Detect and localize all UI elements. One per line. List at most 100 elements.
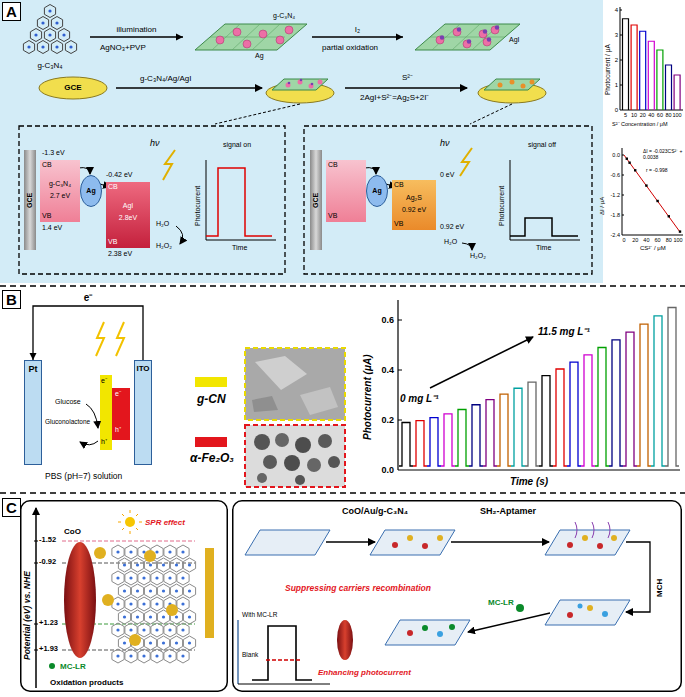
illustration-circle [136, 563, 139, 566]
note-label: Enhancing photocurrent [318, 668, 411, 677]
illustration-path [575, 522, 610, 538]
tick-label: 60 [657, 112, 663, 118]
illustration-polyline [252, 626, 312, 680]
node-text: Potential (eV) vs. NHE [23, 571, 33, 660]
illustration-path [210, 24, 285, 50]
illustration-line [470, 104, 512, 124]
energy-label: 0 eV [440, 171, 454, 179]
illustration-line [0, 492, 685, 494]
sheet-node: AgI [405, 12, 530, 62]
illustration-circle [318, 80, 323, 85]
illustration-polygon [138, 623, 150, 637]
illustration-polyline [674, 75, 680, 110]
energy-label: -0.42 eV [106, 171, 132, 179]
illustration-polyline [441, 414, 455, 466]
illustration-line [266, 659, 300, 661]
pulse-trace [399, 308, 679, 467]
node-text: GCE [312, 192, 320, 207]
illustration-circle [55, 45, 58, 48]
illustration-polygon [183, 636, 195, 650]
illustration-circle [567, 542, 573, 548]
illustration-polygon [151, 597, 163, 611]
tick-label: 100 [673, 112, 682, 118]
illustration-polygon [125, 545, 137, 559]
illustration-line [620, 7, 621, 110]
axis-label: Time [536, 244, 551, 252]
illustration-polygon [65, 41, 76, 54]
illustration-polygon [272, 79, 328, 90]
material-label: CoO [64, 527, 81, 536]
legend-label: α-Fe₂O₃ [190, 452, 234, 466]
illustration-polyline [206, 168, 272, 236]
node-text: VB [394, 220, 403, 228]
illustration-circle [142, 602, 145, 605]
illustration-circle [582, 535, 588, 541]
edge-label: I₂ [355, 25, 360, 34]
charge-label: h⁺ [101, 438, 107, 446]
illustration-circle [392, 542, 398, 548]
illustration-circle [286, 83, 291, 88]
illustration-ellipse [367, 176, 388, 207]
arrow-head [396, 34, 403, 41]
illustration-circle [142, 628, 145, 631]
illustration-polygon [144, 636, 156, 650]
illustration-rect [645, 184, 647, 186]
illustration-circle [510, 80, 515, 85]
illustration-polygon [30, 29, 41, 42]
illustration-line [35, 508, 37, 688]
illustration-circle [125, 517, 135, 527]
illustration-circle [129, 602, 132, 605]
illustration-circle [149, 641, 152, 644]
illustration-circle [309, 84, 314, 89]
illustration-circle [166, 604, 178, 616]
illustration-circle [129, 628, 132, 631]
illustration-circle [295, 475, 305, 485]
illustration-polyline [609, 340, 623, 466]
illustration-line [326, 541, 375, 542]
illustration-circle [295, 437, 311, 453]
illustration-polygon [177, 649, 189, 663]
panel-letter: C [2, 498, 21, 517]
illustration-circle [129, 654, 132, 657]
illustration-rect [0, 0, 603, 283]
step-label: partial oxidation [322, 43, 378, 52]
axis-label: Photocurrent (μA) [362, 355, 374, 440]
panel-a-art [0, 0, 603, 283]
node-text: g-C₃N₄ [37, 61, 62, 70]
solution-label: PBS (pH=7) solution [45, 472, 122, 482]
illustration-polygon [177, 571, 189, 585]
panel: BPtITO [0, 288, 685, 493]
illustration-circle [284, 455, 300, 471]
tick-label: 0.6 [381, 315, 394, 325]
illustration-line [624, 155, 680, 232]
reagent-label: S²⁻ [402, 73, 413, 82]
node-text: g-C₃N₄ [273, 12, 295, 20]
effect-label: SPR effect [145, 518, 185, 527]
legend-label: g-CN [197, 393, 226, 407]
illustration-rect [245, 425, 345, 487]
illustration-circle [116, 602, 119, 605]
illustration-line [451, 541, 549, 542]
illustration-polygon [37, 41, 48, 54]
illustration-path [80, 441, 98, 445]
illustration-circle [48, 9, 51, 12]
illustration-circle [136, 615, 139, 618]
illustration-circle [181, 550, 184, 553]
node-text: AgI [509, 36, 520, 44]
node-text: ITO [136, 364, 149, 373]
light-label: hν [440, 138, 450, 148]
illustration-path [620, 10, 622, 85]
axis-label: S²⁻ Concentration / μM [612, 121, 668, 127]
illustration-polyline [483, 400, 497, 466]
bar-chart [620, 7, 683, 110]
metal-ellipse: Ag [80, 175, 102, 207]
band-box: CBg-C₃N₄2.7 eVVB [40, 160, 80, 222]
illustration-polygon [183, 558, 195, 572]
tick-label: 0.2 [381, 415, 394, 425]
illustration-polygon [545, 530, 630, 555]
tick-label: -1.52 [39, 536, 56, 545]
illustration-circle [587, 605, 593, 611]
reagent-label: AgNO₃+PVP [100, 43, 146, 52]
illustration-polygon [183, 610, 195, 624]
analyte-label: MC-LR [60, 662, 86, 671]
